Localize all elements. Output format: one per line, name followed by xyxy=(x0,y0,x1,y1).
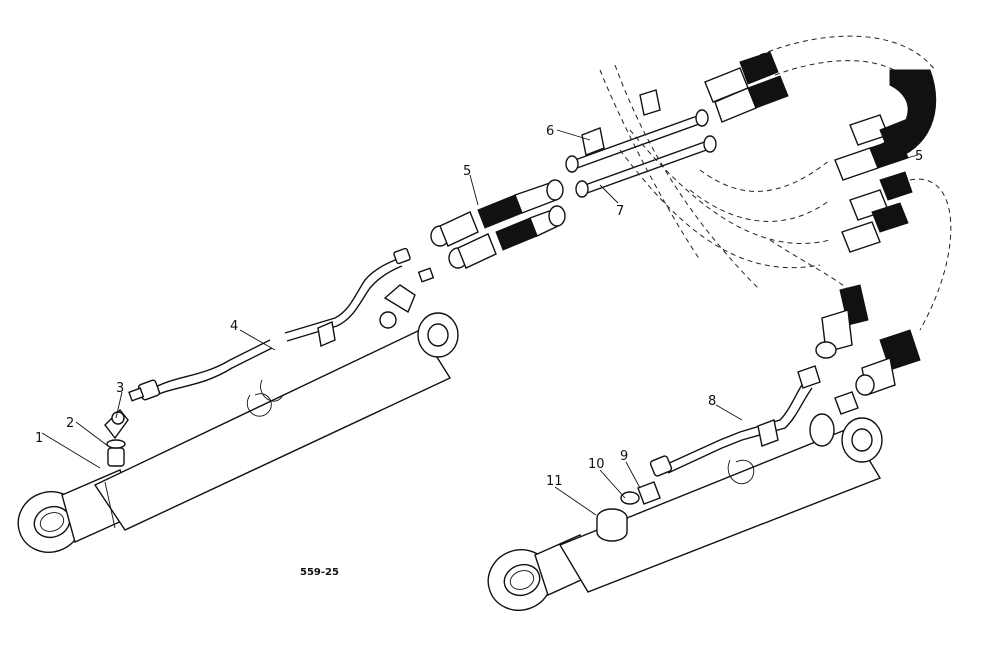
callout-10: 10 xyxy=(588,457,605,472)
callout-8: 8 xyxy=(708,394,716,409)
callout-4: 4 xyxy=(230,319,238,334)
leader-lines xyxy=(41,129,919,516)
middle-hoses xyxy=(430,179,566,269)
right-cylinder xyxy=(487,365,883,611)
callout-1: 1 xyxy=(35,431,43,446)
callout-5a: 5 xyxy=(463,164,471,179)
callout-3: 3 xyxy=(116,381,124,396)
reference-code: 559-25 xyxy=(300,567,339,578)
tractor-hoses xyxy=(599,35,952,396)
left-cylinder xyxy=(17,247,459,553)
callout-7: 7 xyxy=(616,204,624,219)
bracket-pipes xyxy=(565,89,717,198)
callouts: 1 2 3 4 5 6 7 5 8 9 10 11 559-25 xyxy=(35,124,923,578)
callout-11: 11 xyxy=(546,474,563,489)
callout-2: 2 xyxy=(66,416,74,431)
callout-9: 9 xyxy=(620,449,628,464)
callout-5b: 5 xyxy=(915,149,923,164)
callout-6: 6 xyxy=(546,124,554,139)
